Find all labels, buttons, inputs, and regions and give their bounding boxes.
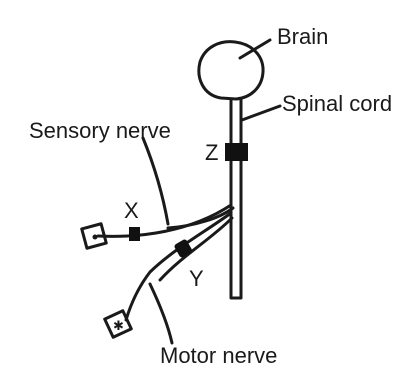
motor-nerve-pointer [150,284,172,343]
spinal-cord [231,99,241,298]
label-spinal-cord: Spinal cord [282,91,392,116]
spinal-cord-pointer [242,106,280,120]
label-y: Y [189,266,204,291]
block-x [129,227,140,241]
label-sensory-nerve: Sensory nerve [29,118,171,143]
label-motor-nerve: Motor nerve [160,343,277,368]
block-z [225,143,248,161]
label-brain: Brain [277,24,328,49]
label-z: Z [205,140,218,165]
effector-mark: ✱ [113,318,124,333]
receptor-dot [93,235,98,240]
sensory-nerve-pointer [143,138,168,224]
label-x: X [124,198,139,223]
